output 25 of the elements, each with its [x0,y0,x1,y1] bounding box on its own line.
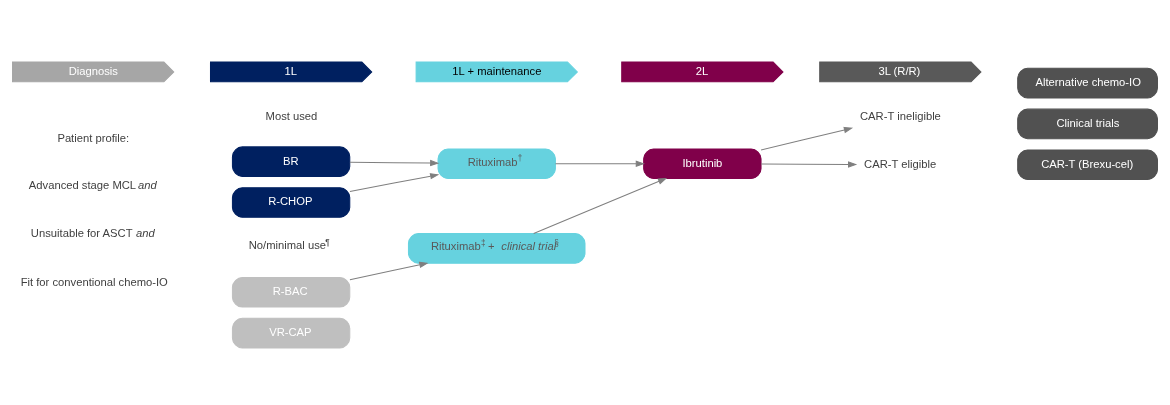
node-box: VR-CAP [231,317,351,349]
node-box: R-BAC [231,277,351,308]
label: Fit for conventional chemo-IO [20,275,168,288]
label: Most used [265,109,318,122]
node-box: Ibrutinib [643,148,762,180]
arrow [760,126,854,151]
label: Patient profile: [57,132,130,145]
arrow [555,160,645,167]
arrow [533,177,668,234]
node-box: BR [231,146,351,177]
label: No/minimal use$^{¶}$ [248,237,330,252]
arrow [349,159,440,167]
node-text: CAR-T eligible [864,157,937,170]
node-box: Clinical trials [1017,108,1158,140]
arrow [760,161,858,168]
node-box: Rituximab$^{‡}$ + clinical trial$^{§}$ [407,233,586,264]
node-box: CAR-T (Brexu-cel) [1017,149,1158,181]
arrow [349,173,440,192]
label: Advanced stage MCL and [28,179,157,192]
node-box: Rituximab$^{†}$ [437,148,556,180]
node-box: R-CHOP [231,187,351,218]
node-text: CAR-T ineligible [860,109,941,122]
arrow [349,261,429,281]
node-box: Alternative chemo-IO [1017,67,1158,99]
label: Unsuitable for ASCT and [30,226,155,239]
